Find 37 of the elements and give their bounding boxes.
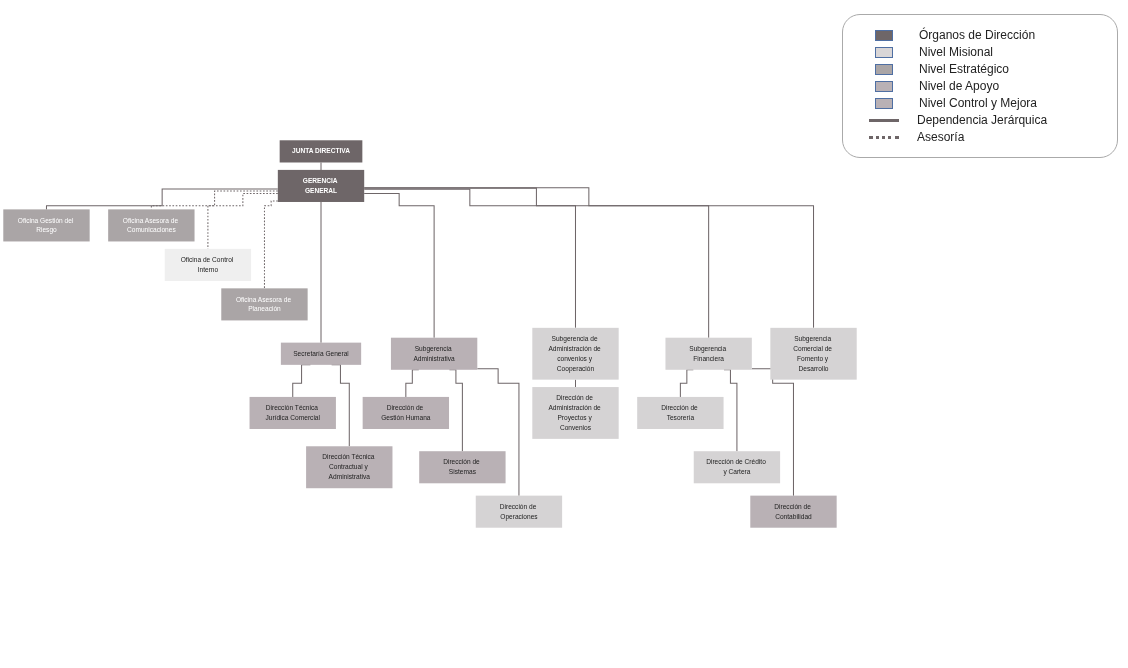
node-box [164,248,252,281]
node-box [532,387,619,439]
node-box [693,451,781,484]
legend-label: Asesoría [917,130,965,144]
connector [263,200,279,289]
connector [363,187,815,329]
connector [45,188,279,210]
legend-label: Nivel Control y Mejora [919,96,1038,110]
node-box [280,342,362,365]
connector [476,368,520,497]
node-box [221,288,308,321]
legend-label: Dependencia Jerárquica [917,113,1048,127]
connector [363,187,710,339]
connector [363,188,576,329]
node-box [249,396,336,429]
legend-label: Nivel Misional [919,45,994,59]
node-box [637,396,724,429]
node-box [750,495,837,528]
node-box [475,495,563,528]
node-box [770,327,857,380]
connector [751,368,794,497]
node-box [532,327,619,380]
node-box [108,209,195,242]
node-box [277,169,365,202]
connector [363,192,435,339]
node-box [419,451,506,484]
connector [320,161,322,171]
node-box [279,140,363,163]
node-box [665,337,752,370]
node-box [390,337,478,370]
node-box [306,446,393,489]
legend-label: Nivel Estratégico [919,62,1010,76]
node-box [3,209,90,242]
node-box [362,396,449,429]
connector [320,201,322,344]
legend-label: Órganos de Dirección [919,28,1036,42]
legend-label: Nivel de Apoyo [919,79,1000,93]
